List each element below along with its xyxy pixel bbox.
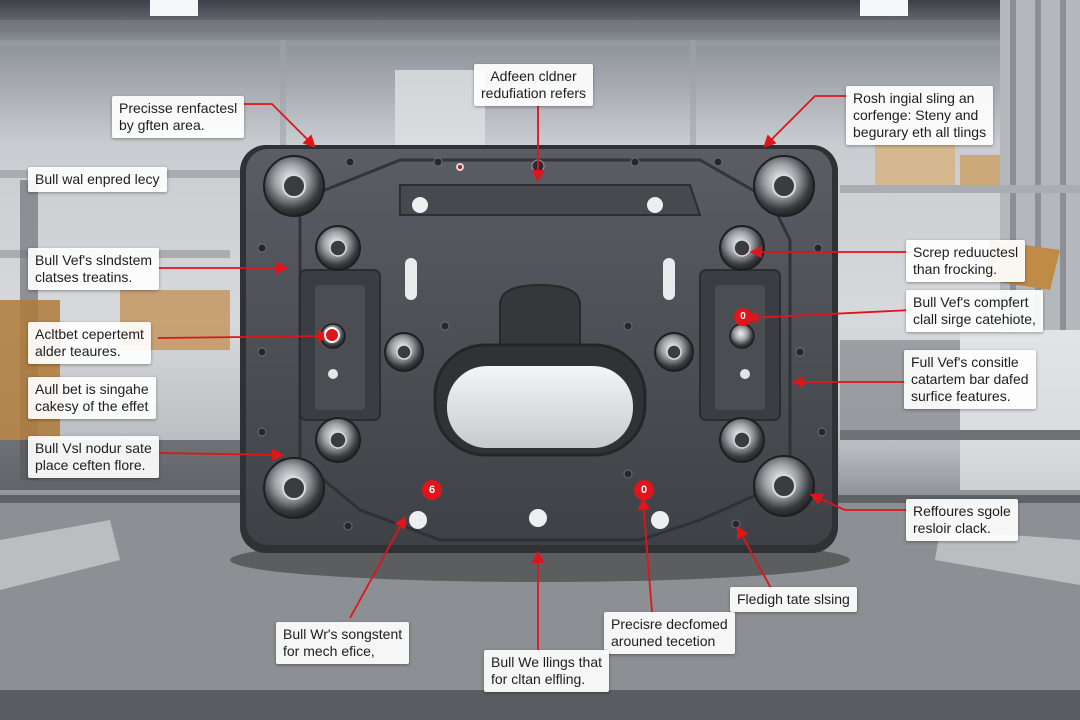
callout-line: Reffoures sgole xyxy=(913,503,1011,519)
callout-line: Rosh ingial sling an xyxy=(853,90,975,106)
callout-line: Precisse renfactesl xyxy=(119,100,238,116)
callout-line: by gften area. xyxy=(119,117,205,133)
ceiling-light xyxy=(860,0,908,16)
mounting-plate xyxy=(240,145,838,553)
callout-line: redufiation refers xyxy=(481,85,587,101)
callout-line: Screp reduuctesl xyxy=(913,244,1019,260)
callout-line: catartem bar dafed xyxy=(911,371,1029,387)
callout-line: for mech efice, xyxy=(283,643,375,659)
callout-label: Bull Vef's compfert clall sirge catehiot… xyxy=(906,290,1043,332)
callout-line: Aull bet is singahe xyxy=(35,381,149,397)
callout-label: Reffoures sgole resloir clack. xyxy=(906,499,1018,541)
callout-line: clatses treatins. xyxy=(35,269,133,285)
callout-line: arouned tecetion xyxy=(611,633,716,649)
marker-dot xyxy=(324,327,340,343)
callout-line: alder teaures. xyxy=(35,343,121,359)
marker-badge: 6 xyxy=(422,480,442,500)
callout-line: place ceften flore. xyxy=(35,457,146,473)
callout-line: Bull Vef's compfert xyxy=(913,294,1029,310)
marker-badge: 0 xyxy=(634,480,654,500)
callout-label: Precisse renfactesl by gften area. xyxy=(112,96,245,138)
bolts xyxy=(263,155,815,519)
callout-line: resloir clack. xyxy=(913,520,991,536)
ceiling-light xyxy=(150,0,198,16)
callout-line: begurary eth all tlings xyxy=(853,124,987,140)
callout-line: Bull Vef's slndstem xyxy=(35,252,153,268)
callout-line: than frocking. xyxy=(913,261,998,277)
callout-label: Aull bet is singahe cakesy of the effet xyxy=(28,377,156,419)
marker-label: 6 xyxy=(428,484,436,496)
callout-label: Rosh ingial sling an corfenge: Steny and… xyxy=(846,86,994,145)
callout-label: Bull Vef's slndstem clatses treatins. xyxy=(28,248,160,290)
callout-line: Bull We llings that xyxy=(491,654,603,670)
callout-label: Acltbet cepertemt alder teaures. xyxy=(28,322,151,364)
callout-line: Bull wal enpred lecy xyxy=(35,171,160,187)
callout-line: cakesy of the effet xyxy=(35,398,149,414)
callout-line: for cltan elfling. xyxy=(491,671,586,687)
callout-line: Full Vef's consitle xyxy=(911,354,1019,370)
callout-label: Bull We llings that for cltan elfling. xyxy=(484,650,610,692)
callout-label: Bull Vsl nodur sate place ceften flore. xyxy=(28,436,159,478)
marker-badge: 0 xyxy=(734,308,752,326)
callout-label: Precisre decfomed arouned tecetion xyxy=(604,612,735,654)
callout-line: Fledigh tate slsing xyxy=(737,591,850,607)
callout-line: surfice features. xyxy=(911,388,1011,404)
marker-label: 0 xyxy=(640,484,648,496)
callout-label: Bull Wr's songstent for mech efice, xyxy=(276,622,410,664)
marker-label: 0 xyxy=(740,311,746,322)
callout-label: Fledigh tate slsing xyxy=(730,587,857,612)
callout-line: Bull Vsl nodur sate xyxy=(35,440,152,456)
center-cutout xyxy=(447,366,633,448)
callout-label: Adfeen cldner redufiation refers xyxy=(474,64,594,106)
cardboard-box xyxy=(875,145,955,185)
callout-line: Bull Wr's songstent xyxy=(283,626,403,642)
callout-line: corfenge: Steny and xyxy=(853,107,979,123)
callout-line: clall sirge catehiote, xyxy=(913,311,1036,327)
callout-line: Acltbet cepertemt xyxy=(35,326,144,342)
callout-line: Precisre decfomed xyxy=(611,616,728,632)
callout-line: Adfeen cldner xyxy=(490,68,577,84)
callout-label: Screp reduuctesl than frocking. xyxy=(906,240,1026,282)
callout-label: Bull wal enpred lecy xyxy=(28,167,167,192)
callout-label: Full Vef's consitle catartem bar dafed s… xyxy=(904,350,1036,409)
